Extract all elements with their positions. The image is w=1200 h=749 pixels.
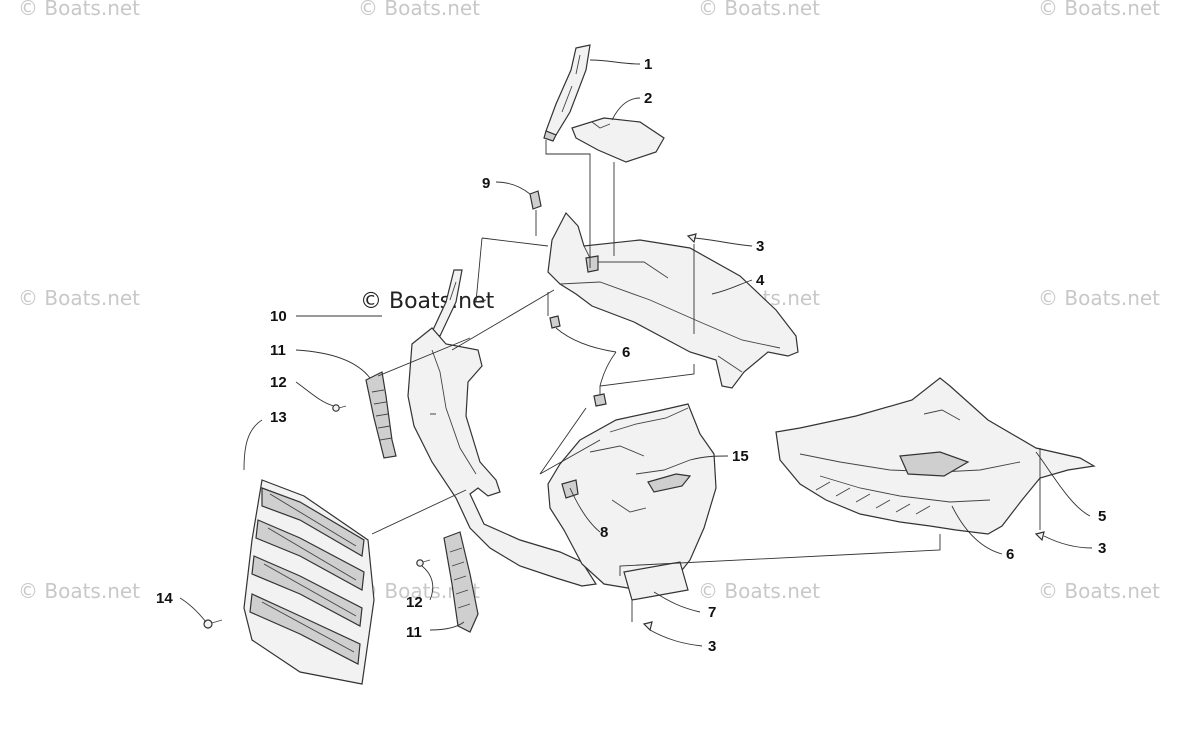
callout-6-right: 6 (1006, 546, 1014, 563)
part-5-belly-pan (775, 377, 1096, 535)
callout-3-lower: 3 (708, 638, 716, 655)
callout-6-upper: 6 (622, 344, 630, 361)
callout-5: 5 (1098, 508, 1106, 525)
part-2-pad (571, 117, 665, 163)
part-3-rivets (642, 233, 1045, 632)
callout-12-upper: 12 (270, 374, 287, 391)
callout-4: 4 (756, 272, 765, 289)
part-7-bracket (623, 561, 689, 601)
callout-13: 13 (270, 409, 287, 426)
callout-8: 8 (600, 524, 608, 541)
callout-11-lower: 11 (406, 624, 422, 641)
part-11-upper-grille (365, 371, 397, 459)
part-11-lower-grille (443, 531, 479, 633)
callout-3-right: 3 (1098, 540, 1106, 557)
part-1-strap (543, 44, 591, 142)
watermark: © Boats.net (18, 579, 140, 603)
watermark: © Boats.net (698, 579, 820, 603)
watermark-center: © Boats.net (360, 289, 495, 314)
part-9-clip (529, 190, 542, 210)
callout-2: 2 (644, 90, 652, 107)
callout-numbers: 1 2 3 4 9 10 11 12 13 6 15 5 3 6 8 14 12… (156, 56, 1106, 655)
watermark: © Boats.net (1038, 286, 1160, 310)
callout-12-lower: 12 (406, 594, 423, 611)
watermark: © Boats.net (18, 0, 140, 20)
part-14-screw (203, 619, 223, 629)
assembly-guides (371, 140, 1041, 622)
callout-7: 7 (708, 604, 716, 621)
callout-3-upper: 3 (756, 238, 764, 255)
callout-10: 10 (270, 308, 287, 325)
callout-14: 14 (156, 590, 173, 607)
watermark: © Boats.net (698, 0, 820, 20)
part-12-screws (332, 404, 431, 567)
part-13-grille (243, 479, 375, 685)
watermark: © Boats.net (358, 0, 480, 20)
callout-9: 9 (482, 175, 490, 192)
callout-1: 1 (644, 56, 652, 73)
part-10-bracket (431, 269, 463, 337)
leader-lines (179, 59, 1093, 647)
watermark: © Boats.net (1038, 579, 1160, 603)
watermark: © Boats.net (18, 286, 140, 310)
callout-11-upper: 11 (270, 342, 286, 359)
watermark: © Boats.net (1038, 0, 1160, 20)
callout-15: 15 (732, 448, 749, 465)
part-4-console (547, 211, 799, 389)
